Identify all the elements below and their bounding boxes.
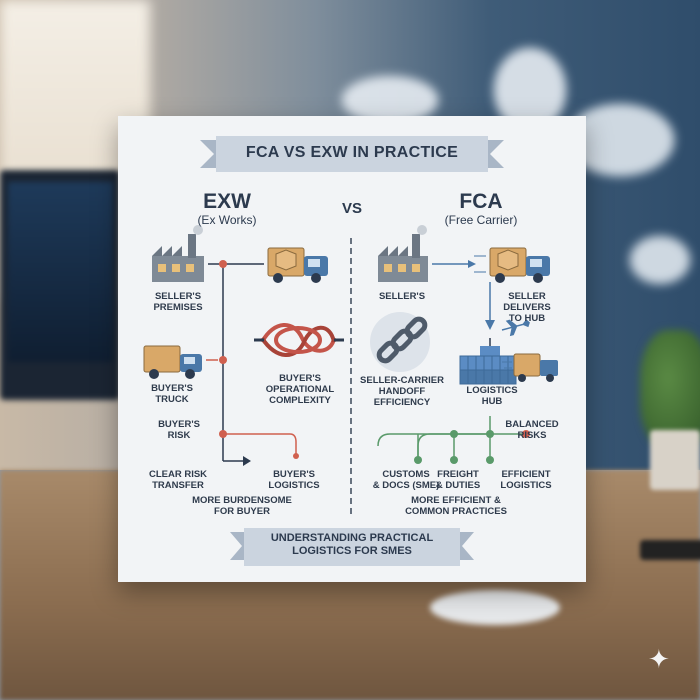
airplane-icon — [501, 319, 530, 337]
seller-delivers-label: SELLER DELIVERS TO HUB — [503, 291, 551, 324]
exw-heading: EXW — [203, 190, 251, 213]
buyer-logistics-label: BUYER'S LOGISTICS — [268, 469, 320, 491]
customs-docs-label: CUSTOMS & DOCS (SME) — [372, 469, 440, 491]
buyer-complexity-label: BUYER'S OPERATIONAL COMPLEXITY — [265, 373, 335, 406]
poster-title: FCA VS EXW IN PRACTICE — [245, 144, 459, 161]
handoff-efficiency-label: SELLER-CARRIER HANDOFF EFFICIENCY — [360, 375, 444, 408]
fca-subheading: (Free Carrier) — [444, 213, 518, 227]
infographic-poster: FCA VS EXW IN PRACTICE EXW (Ex Works) VS… — [118, 116, 586, 582]
footer-label: UNDERSTANDING PRACTICAL LOGISTICS FOR SM… — [270, 532, 434, 557]
clear-risk-transfer-label: CLEAR RISK TRANSFER — [148, 469, 208, 491]
delivery-truck-icon — [267, 247, 328, 283]
exw-summary-label: MORE BURDENSOME FOR BUYER — [192, 495, 292, 517]
freight-duties-label: FREIGHT & DUTIES — [435, 469, 481, 491]
efficient-logistics-label: EFFICIENT LOGISTICS — [500, 469, 552, 491]
factory-icon — [152, 225, 204, 282]
fca-node-customs — [414, 456, 422, 464]
chain-link-icon — [370, 312, 430, 372]
exw-node-2 — [219, 356, 227, 364]
buyer-truck-label: BUYER'S TRUCK — [151, 383, 193, 405]
balanced-risks-label: BALANCED RISKS — [505, 419, 559, 441]
buyer-risk-label: BUYER'S RISK — [158, 419, 200, 441]
fca-sellers-label: SELLER'S — [378, 291, 426, 302]
fca-flow-lines — [377, 416, 523, 460]
seller-premises-label: SELLER'S PREMISES — [153, 291, 203, 313]
exw-arrowhead — [243, 456, 251, 466]
fca-node-balanced — [486, 430, 494, 438]
background-monitor — [0, 170, 120, 400]
logistics-hub-label: LOGISTICS HUB — [466, 385, 518, 407]
fca-factory-icon — [378, 225, 428, 282]
fca-node-freight — [450, 456, 458, 464]
vs-label: VS — [341, 200, 362, 217]
exw-risk-line — [223, 433, 297, 454]
buyer-truck-icon — [143, 345, 202, 379]
background-phone — [640, 540, 700, 560]
background-mouse — [430, 590, 560, 625]
fca-delivery-truck-icon — [489, 247, 550, 283]
title-banner — [200, 136, 504, 172]
fca-summary-label: MORE EFFICIENT & COMMON PRACTICES — [405, 495, 507, 517]
exw-node-1 — [219, 260, 227, 268]
container-crane-icon — [459, 338, 517, 385]
knot-icon — [254, 323, 344, 357]
sparkle-icon: ✦ — [648, 644, 670, 674]
fca-risk-node — [522, 430, 530, 438]
hub-truck-icon — [502, 353, 558, 382]
background-monitor-screen — [8, 182, 113, 362]
fca-node-efficient — [486, 456, 494, 464]
fca-heading: FCA — [459, 190, 503, 213]
exw-subheading: (Ex Works) — [197, 213, 257, 227]
poster-graphics — [143, 136, 558, 566]
footer-banner — [230, 528, 474, 566]
background-plant-pot — [650, 430, 700, 490]
